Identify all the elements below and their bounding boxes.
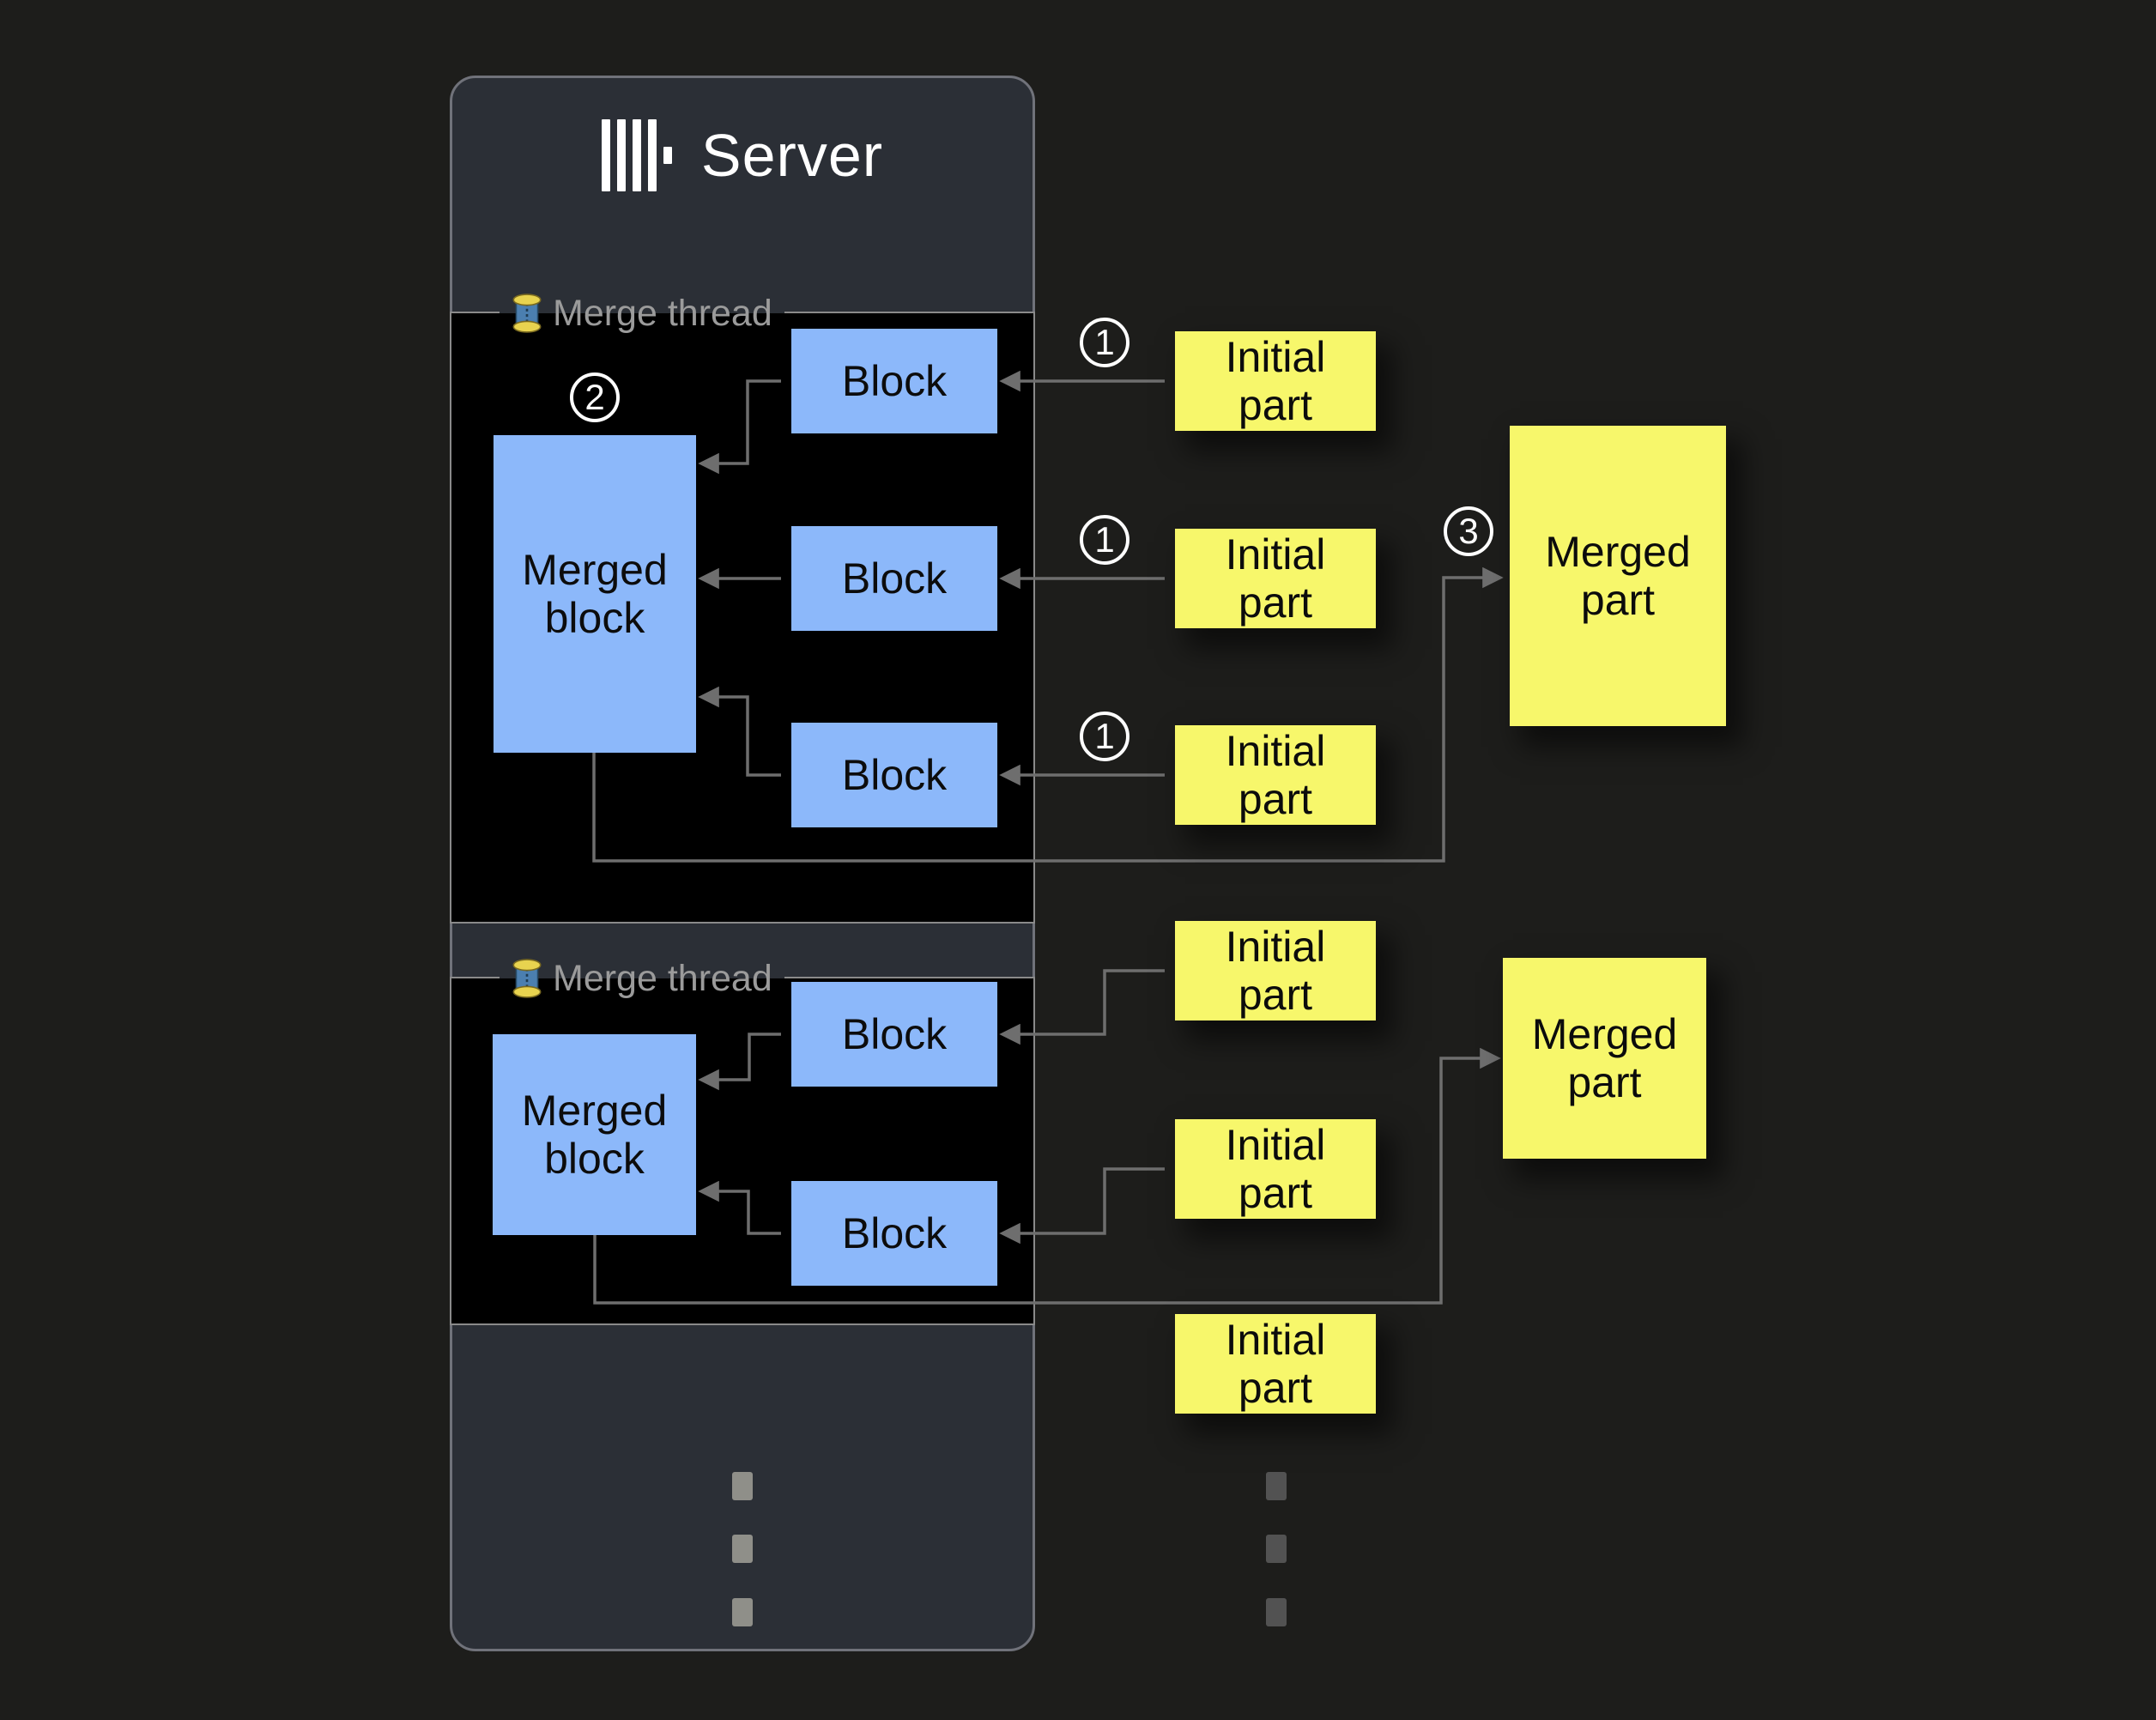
step-badge-3: 3 — [1444, 506, 1493, 556]
server-title: Server — [700, 122, 884, 189]
logo-bar — [632, 119, 641, 191]
vertical-ellipsis-dot — [1266, 1535, 1287, 1563]
logo-bar — [601, 119, 610, 191]
initial-part-4: Initial part — [1175, 921, 1376, 1020]
block-1: Block — [791, 329, 997, 433]
block-2: Block — [791, 526, 997, 631]
block-4: Block — [791, 982, 997, 1087]
merge-thread-label: Merge thread — [553, 292, 772, 334]
thread-spool-icon — [512, 294, 542, 333]
merge-thread-label: Merge thread — [553, 957, 772, 999]
vertical-ellipsis-dot — [732, 1598, 753, 1626]
step-badge-1: 1 — [1080, 318, 1129, 367]
block-3: Block — [791, 723, 997, 827]
vertical-ellipsis-dot — [1266, 1472, 1287, 1500]
logo-bar — [647, 119, 657, 191]
step-badge-2: 2 — [570, 372, 620, 422]
merge-thread-legend-2: Merge thread — [500, 956, 784, 1001]
vertical-ellipsis-dot — [732, 1535, 753, 1563]
initial-part-1: Initial part — [1175, 331, 1376, 431]
vertical-ellipsis-dot — [732, 1472, 753, 1500]
logo-bar — [616, 119, 626, 191]
block-5: Block — [791, 1181, 997, 1286]
step-badge-1: 1 — [1080, 712, 1129, 761]
initial-part-5: Initial part — [1175, 1119, 1376, 1219]
step-badge-1: 1 — [1080, 515, 1129, 565]
merged-block-1: Merged block — [494, 435, 696, 753]
vertical-ellipsis-dot — [1266, 1598, 1287, 1626]
logo-bar-short — [663, 147, 672, 164]
server-header: Server — [450, 115, 1035, 196]
merge-thread-legend-1: Merge thread — [500, 291, 784, 336]
merged-block-2: Merged block — [493, 1034, 696, 1235]
initial-part-3: Initial part — [1175, 725, 1376, 825]
initial-part-2: Initial part — [1175, 529, 1376, 628]
merged-part-1: Merged part — [1510, 426, 1726, 726]
initial-part-6: Initial part — [1175, 1314, 1376, 1414]
clickhouse-logo-icon — [601, 119, 672, 191]
thread-spool-icon — [512, 959, 542, 998]
merged-part-2: Merged part — [1503, 958, 1706, 1159]
